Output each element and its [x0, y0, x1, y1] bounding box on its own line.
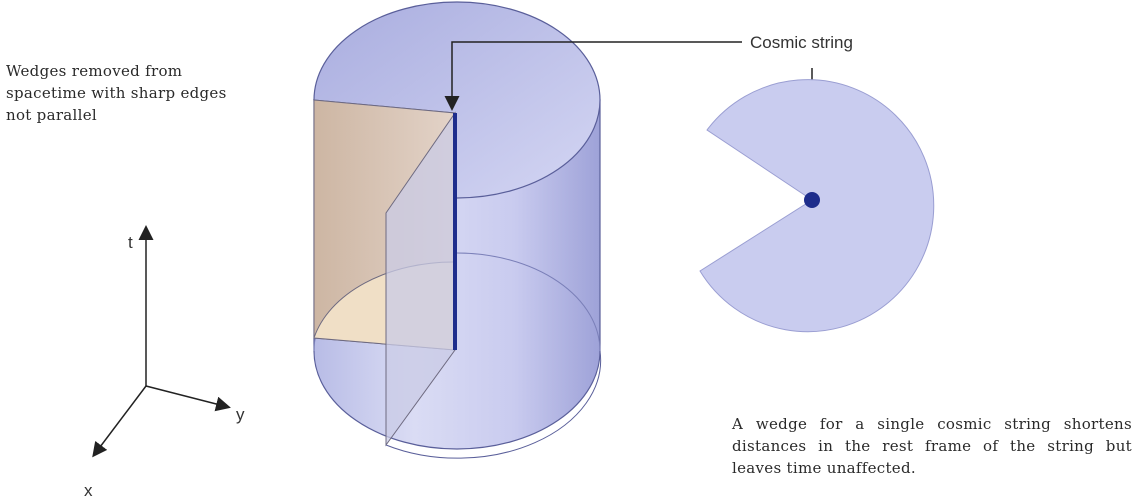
rest-frame-disk: [700, 80, 934, 332]
y-axis: [146, 386, 228, 407]
left-caption: Wedges removed from spacetime with sharp…: [6, 60, 236, 126]
axis-x-label: x: [84, 481, 93, 500]
cosmic-string-label: Cosmic string: [750, 33, 853, 52]
axis-t-label: t: [128, 233, 133, 252]
axes: t y x: [84, 228, 245, 500]
x-axis: [94, 386, 146, 455]
axis-y-label: y: [236, 405, 245, 424]
cosmic-string-point: [804, 192, 820, 208]
right-caption: A wedge for a single cosmic string short…: [732, 413, 1132, 479]
